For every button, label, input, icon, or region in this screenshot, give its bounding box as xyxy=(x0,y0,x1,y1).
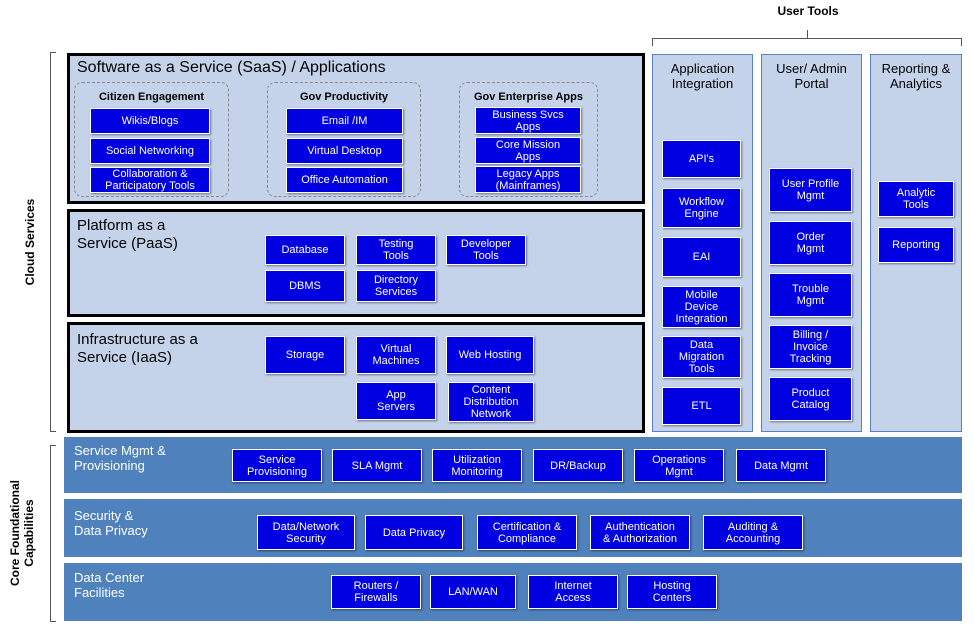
collaboration-tools-box: Collaboration & Participatory Tools xyxy=(90,167,210,193)
certification-compliance-box: Certification & Compliance xyxy=(477,515,577,550)
social-networking-box: Social Networking xyxy=(90,138,210,164)
data-privacy-box: Data Privacy xyxy=(365,515,463,550)
trouble-mgmt-box: Trouble Mgmt xyxy=(769,273,852,317)
gov-productivity-group xyxy=(267,82,421,197)
database-box: Database xyxy=(265,235,345,265)
analytic-tools-box: Analytic Tools xyxy=(878,181,954,217)
apis-box: API's xyxy=(662,140,741,178)
service-mgmt-title: Service Mgmt & Provisioning xyxy=(74,443,166,473)
core-capabilities-label: Core Foundational Capabilities xyxy=(8,480,36,586)
legacy-apps-box: Legacy Apps (Mainframes) xyxy=(475,166,581,193)
workflow-engine-box: Workflow Engine xyxy=(662,188,741,228)
user-profile-mgmt-box: User Profile Mgmt xyxy=(769,168,852,212)
wikis-blogs-box: Wikis/Blogs xyxy=(90,108,210,134)
saas-title: Software as a Service (SaaS) / Applicati… xyxy=(77,59,386,76)
data-mgmt-box: Data Mgmt xyxy=(736,449,826,482)
dr-backup-box: DR/Backup xyxy=(533,449,623,482)
iaas-title: Infrastructure as a Service (IaaS) xyxy=(77,331,198,366)
virtual-machines-box: Virtual Machines xyxy=(356,336,436,374)
sla-mgmt-box: SLA Mgmt xyxy=(332,449,422,482)
content-distribution-network-box: Content Distribution Network xyxy=(448,382,534,422)
lan-wan-box: LAN/WAN xyxy=(430,575,516,609)
email-im-box: Email /IM xyxy=(286,108,403,134)
service-provisioning-box: Service Provisioning xyxy=(232,449,322,482)
directory-services-box: Directory Services xyxy=(356,270,436,302)
dbms-box: DBMS xyxy=(265,270,345,302)
eai-box: EAI xyxy=(662,237,741,277)
gov-enterprise-apps-group xyxy=(459,82,598,197)
storage-box: Storage xyxy=(265,336,345,374)
routers-firewalls-box: Routers / Firewalls xyxy=(331,575,421,609)
data-network-security-box: Data/Network Security xyxy=(257,515,355,550)
etl-box: ETL xyxy=(662,387,741,425)
security-title: Security & Data Privacy xyxy=(74,508,148,538)
office-automation-box: Office Automation xyxy=(286,167,403,193)
virtual-desktop-box: Virtual Desktop xyxy=(286,138,403,164)
data-migration-tools-box: Data Migration Tools xyxy=(662,336,741,378)
cloud-services-label: Cloud Services xyxy=(23,198,37,286)
gov-enterprise-apps-title: Gov Enterprise Apps xyxy=(473,91,583,103)
product-catalog-box: Product Catalog xyxy=(769,377,852,421)
user-tools-label: User Tools xyxy=(777,4,839,18)
gov-productivity-title: Gov Productivity xyxy=(299,91,389,103)
utilization-monitoring-box: Utilization Monitoring xyxy=(432,449,522,482)
testing-tools-box: Testing Tools xyxy=(356,235,436,265)
reporting-analytics-title: Reporting & Analytics xyxy=(881,61,951,91)
citizen-engagement-title: Citizen Engagement xyxy=(98,91,205,103)
citizen-engagement-group xyxy=(74,82,229,197)
user-tools-bracket-tick xyxy=(807,30,808,38)
authentication-authorization-box: Authentication & Authorization xyxy=(590,515,690,550)
billing-invoice-tracking-box: Billing / Invoice Tracking xyxy=(769,325,852,369)
business-svcs-apps-box: Business Svcs Apps xyxy=(475,107,581,134)
paas-title: Platform as a Service (PaaS) xyxy=(77,217,178,252)
internet-access-box: Internet Access xyxy=(528,575,618,609)
auditing-accounting-box: Auditing & Accounting xyxy=(703,515,803,550)
core-mission-apps-box: Core Mission Apps xyxy=(475,137,581,164)
application-integration-title: Application Integration xyxy=(670,61,735,91)
web-hosting-box: Web Hosting xyxy=(446,336,534,374)
developer-tools-box: Developer Tools xyxy=(446,235,526,265)
user-tools-bracket xyxy=(652,38,962,46)
data-center-title: Data Center Facilities xyxy=(74,570,145,600)
reporting-box: Reporting xyxy=(878,227,954,263)
order-mgmt-box: Order Mgmt xyxy=(769,221,852,265)
app-servers-box: App Servers xyxy=(356,382,436,420)
cloud-services-bracket xyxy=(50,52,56,432)
hosting-centers-box: Hosting Centers xyxy=(627,575,717,609)
operations-mgmt-box: Operations Mgmt xyxy=(634,449,724,482)
core-capabilities-bracket xyxy=(50,445,56,622)
mobile-device-integration-box: Mobile Device Integration xyxy=(662,286,741,328)
user-admin-portal-title: User/ Admin Portal xyxy=(776,61,847,91)
